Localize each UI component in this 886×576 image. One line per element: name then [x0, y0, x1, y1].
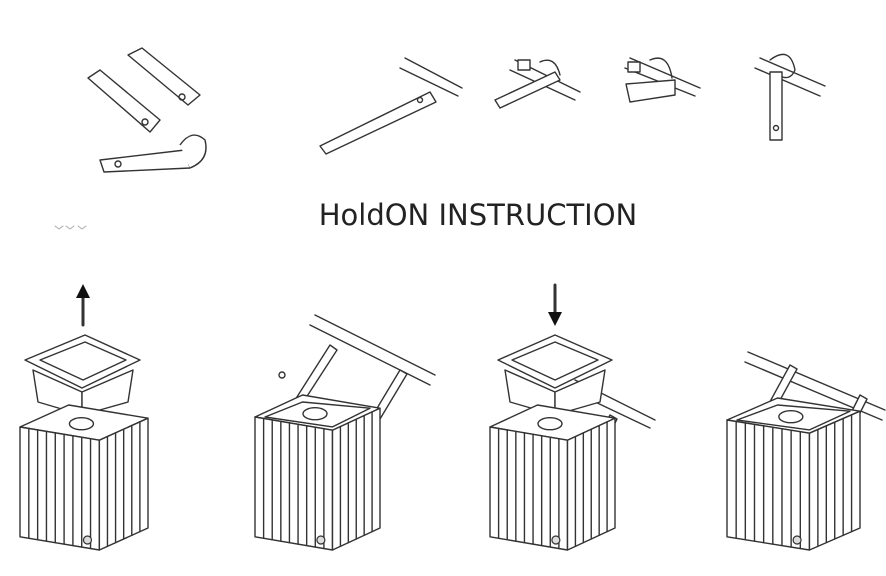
screw-icon: [792, 535, 802, 545]
screw-icon: [82, 535, 93, 545]
strap-step-1-illustration: [319, 57, 463, 155]
liner: [497, 334, 613, 416]
crate-step-1: [19, 404, 149, 551]
crate-step-3: [489, 404, 616, 551]
strap-step-2-illustration: [494, 59, 581, 109]
strap-step-4-illustration: [754, 53, 826, 141]
straps-set-illustration: [87, 47, 207, 173]
page-title: HoldON INSTRUCTION: [318, 198, 638, 232]
screw-icon: [316, 535, 326, 545]
arrow-down-icon: [548, 312, 562, 326]
screw-icon: [551, 535, 561, 545]
small-mark: [54, 225, 87, 230]
crate-step-2: [254, 394, 381, 551]
arrow-up-icon: [76, 284, 90, 298]
step-1-remove-liner: [24, 284, 141, 416]
liner: [24, 334, 141, 416]
crate-step-4: [726, 397, 861, 551]
strap-step-3-illustration: [624, 57, 701, 103]
